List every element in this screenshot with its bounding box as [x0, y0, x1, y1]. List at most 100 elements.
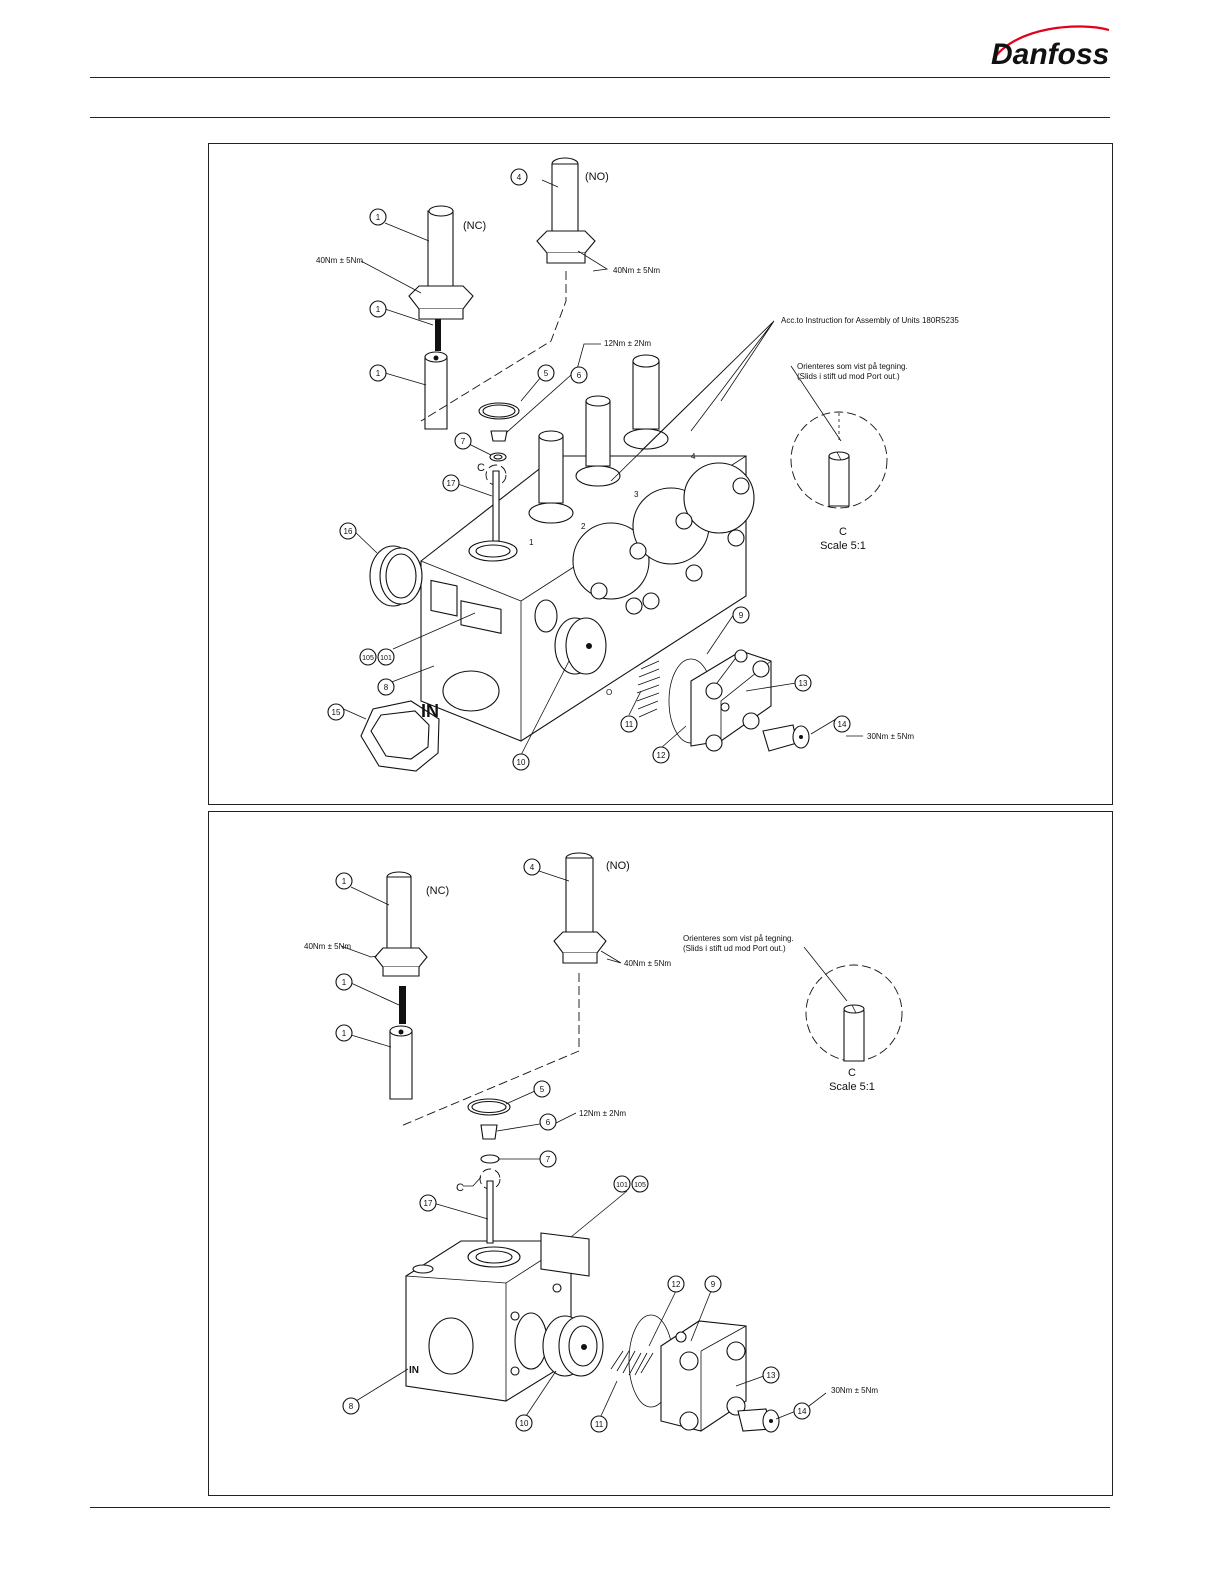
svg-text:105: 105	[634, 1182, 646, 1189]
spring-11-top	[636, 660, 661, 718]
svg-text:12Nm ± 2Nm: 12Nm ± 2Nm	[604, 339, 651, 348]
exploded-view-panel-multi-block: 1 1 1 4 5 6 7 17 16 105 101 8 15 10 9 11…	[208, 143, 1113, 805]
footer-rule	[90, 1507, 1110, 1508]
svg-text:14: 14	[838, 720, 847, 729]
port-in-opening-single	[428, 1317, 474, 1375]
logo-text: Danfoss	[991, 38, 1109, 71]
svg-text:1: 1	[342, 1029, 347, 1038]
svg-text:Orienteres som vist på tegning: Orienteres som vist på tegning.	[797, 362, 908, 371]
spring-1-top	[435, 319, 441, 351]
svg-text:9: 9	[711, 1280, 716, 1289]
svg-text:C: C	[477, 462, 485, 474]
svg-text:12: 12	[672, 1280, 681, 1289]
svg-text:101: 101	[380, 655, 392, 662]
svg-text:(NC): (NC)	[426, 885, 449, 897]
bolt-14-top	[762, 724, 810, 752]
svg-text:IN: IN	[409, 1365, 419, 1376]
exploded-view-multi-block-drawing: 1 1 1 4 5 6 7 17 16 105 101 8 15 10 9 11…	[316, 157, 959, 772]
svg-text:1: 1	[342, 978, 347, 987]
svg-text:12: 12	[657, 751, 666, 760]
svg-text:(Slids i stift ud mod Port out: (Slids i stift ud mod Port out.)	[797, 372, 900, 381]
svg-text:1: 1	[376, 305, 381, 314]
valve-block-body-single	[405, 1240, 572, 1402]
svg-text:(NC): (NC)	[463, 220, 486, 232]
svg-text:11: 11	[625, 720, 634, 729]
svg-text:5: 5	[544, 369, 549, 378]
item-callout-numbers-single: 1 1 1 4 5 6 7 17 101 105 8 10 11 12 9 13…	[342, 863, 807, 1429]
svg-text:13: 13	[799, 679, 808, 688]
svg-text:12Nm ± 2Nm: 12Nm ± 2Nm	[579, 1109, 626, 1118]
svg-text:17: 17	[424, 1199, 433, 1208]
item-callout-numbers-top: 1 1 1 4 5 6 7 17 16 105 101 8 15 10 9 11…	[332, 173, 847, 767]
cap-15	[360, 700, 440, 772]
svg-text:10: 10	[520, 1419, 529, 1428]
svg-text:Orienteres som vist på tegning: Orienteres som vist på tegning.	[683, 934, 794, 943]
svg-text:1: 1	[529, 538, 534, 547]
armature-tubes-mounted	[528, 354, 669, 524]
svg-text:40Nm ± 5Nm: 40Nm ± 5Nm	[624, 959, 671, 968]
svg-text:C: C	[839, 526, 847, 538]
header-rule-top	[90, 77, 1110, 78]
svg-text:3: 3	[634, 490, 639, 499]
svg-text:1: 1	[376, 369, 381, 378]
svg-text:7: 7	[461, 437, 466, 446]
svg-text:(NO): (NO)	[606, 860, 630, 872]
svg-text:11: 11	[595, 1420, 604, 1429]
bolt-14-single	[737, 1408, 780, 1433]
pin-17	[492, 470, 500, 542]
cover-13-single	[660, 1320, 747, 1432]
svg-text:2: 2	[581, 522, 586, 531]
svg-text:14: 14	[798, 1407, 807, 1416]
svg-text:101: 101	[616, 1182, 628, 1189]
cover-bolts-top	[590, 477, 750, 615]
valve-seat-6-single	[480, 1124, 498, 1140]
svg-text:IN: IN	[421, 701, 439, 721]
svg-text:8: 8	[349, 1402, 354, 1411]
svg-text:4: 4	[517, 173, 522, 182]
svg-text:1: 1	[342, 877, 347, 886]
svg-text:4: 4	[530, 863, 535, 872]
svg-text:C: C	[848, 1067, 856, 1079]
svg-text:30Nm ± 5Nm: 30Nm ± 5Nm	[831, 1386, 878, 1395]
svg-text:10: 10	[517, 758, 526, 767]
svg-text:(Slids i stift ud mod Port out: (Slids i stift ud mod Port out.)	[683, 944, 786, 953]
svg-text:15: 15	[332, 708, 341, 717]
armature-tube-nc-top	[408, 205, 474, 320]
armature-tube-nc-single	[374, 871, 428, 977]
svg-text:13: 13	[767, 1371, 776, 1380]
exploded-view-panel-single-block: 1 1 1 4 5 6 7 17 101 105 8 10 11 12 9 13…	[208, 811, 1113, 1496]
armature-tube-no-top	[536, 157, 596, 264]
valve-seat-6	[490, 430, 508, 442]
svg-text:1: 1	[376, 213, 381, 222]
spring-11-single	[610, 1350, 654, 1376]
svg-text:4: 4	[691, 452, 696, 461]
pin-17-single	[486, 1180, 494, 1244]
svg-text:16: 16	[344, 527, 353, 536]
svg-text:6: 6	[546, 1118, 551, 1127]
washer-7-single	[480, 1154, 500, 1164]
plunger-1-single	[389, 1025, 413, 1100]
svg-text:5: 5	[540, 1085, 545, 1094]
svg-text:9: 9	[739, 611, 744, 620]
svg-text:6: 6	[577, 371, 582, 380]
svg-text:(NO): (NO)	[585, 171, 609, 183]
svg-text:O: O	[606, 688, 612, 697]
danfoss-logo: Danfoss	[991, 25, 1109, 71]
svg-text:7: 7	[546, 1155, 551, 1164]
svg-text:C: C	[456, 1182, 464, 1194]
svg-text:40Nm ± 5Nm: 40Nm ± 5Nm	[613, 266, 660, 275]
armature-tube-no-single	[553, 852, 607, 964]
svg-text:Scale 5:1: Scale 5:1	[829, 1081, 875, 1093]
svg-text:105: 105	[362, 655, 374, 662]
channel-marks: 1 2 3 4	[529, 452, 696, 547]
detail-c-single	[805, 964, 903, 1062]
spring-1-single	[399, 986, 406, 1024]
label-plate-101	[540, 1232, 590, 1277]
item-callouts-top	[327, 168, 851, 771]
piston-10-single	[542, 1315, 604, 1377]
header-rule-bottom	[90, 117, 1110, 118]
plunger-1-top	[424, 356, 448, 430]
svg-text:17: 17	[447, 479, 456, 488]
svg-text:30Nm ± 5Nm: 30Nm ± 5Nm	[867, 732, 914, 741]
svg-text:Scale 5:1: Scale 5:1	[820, 540, 866, 552]
